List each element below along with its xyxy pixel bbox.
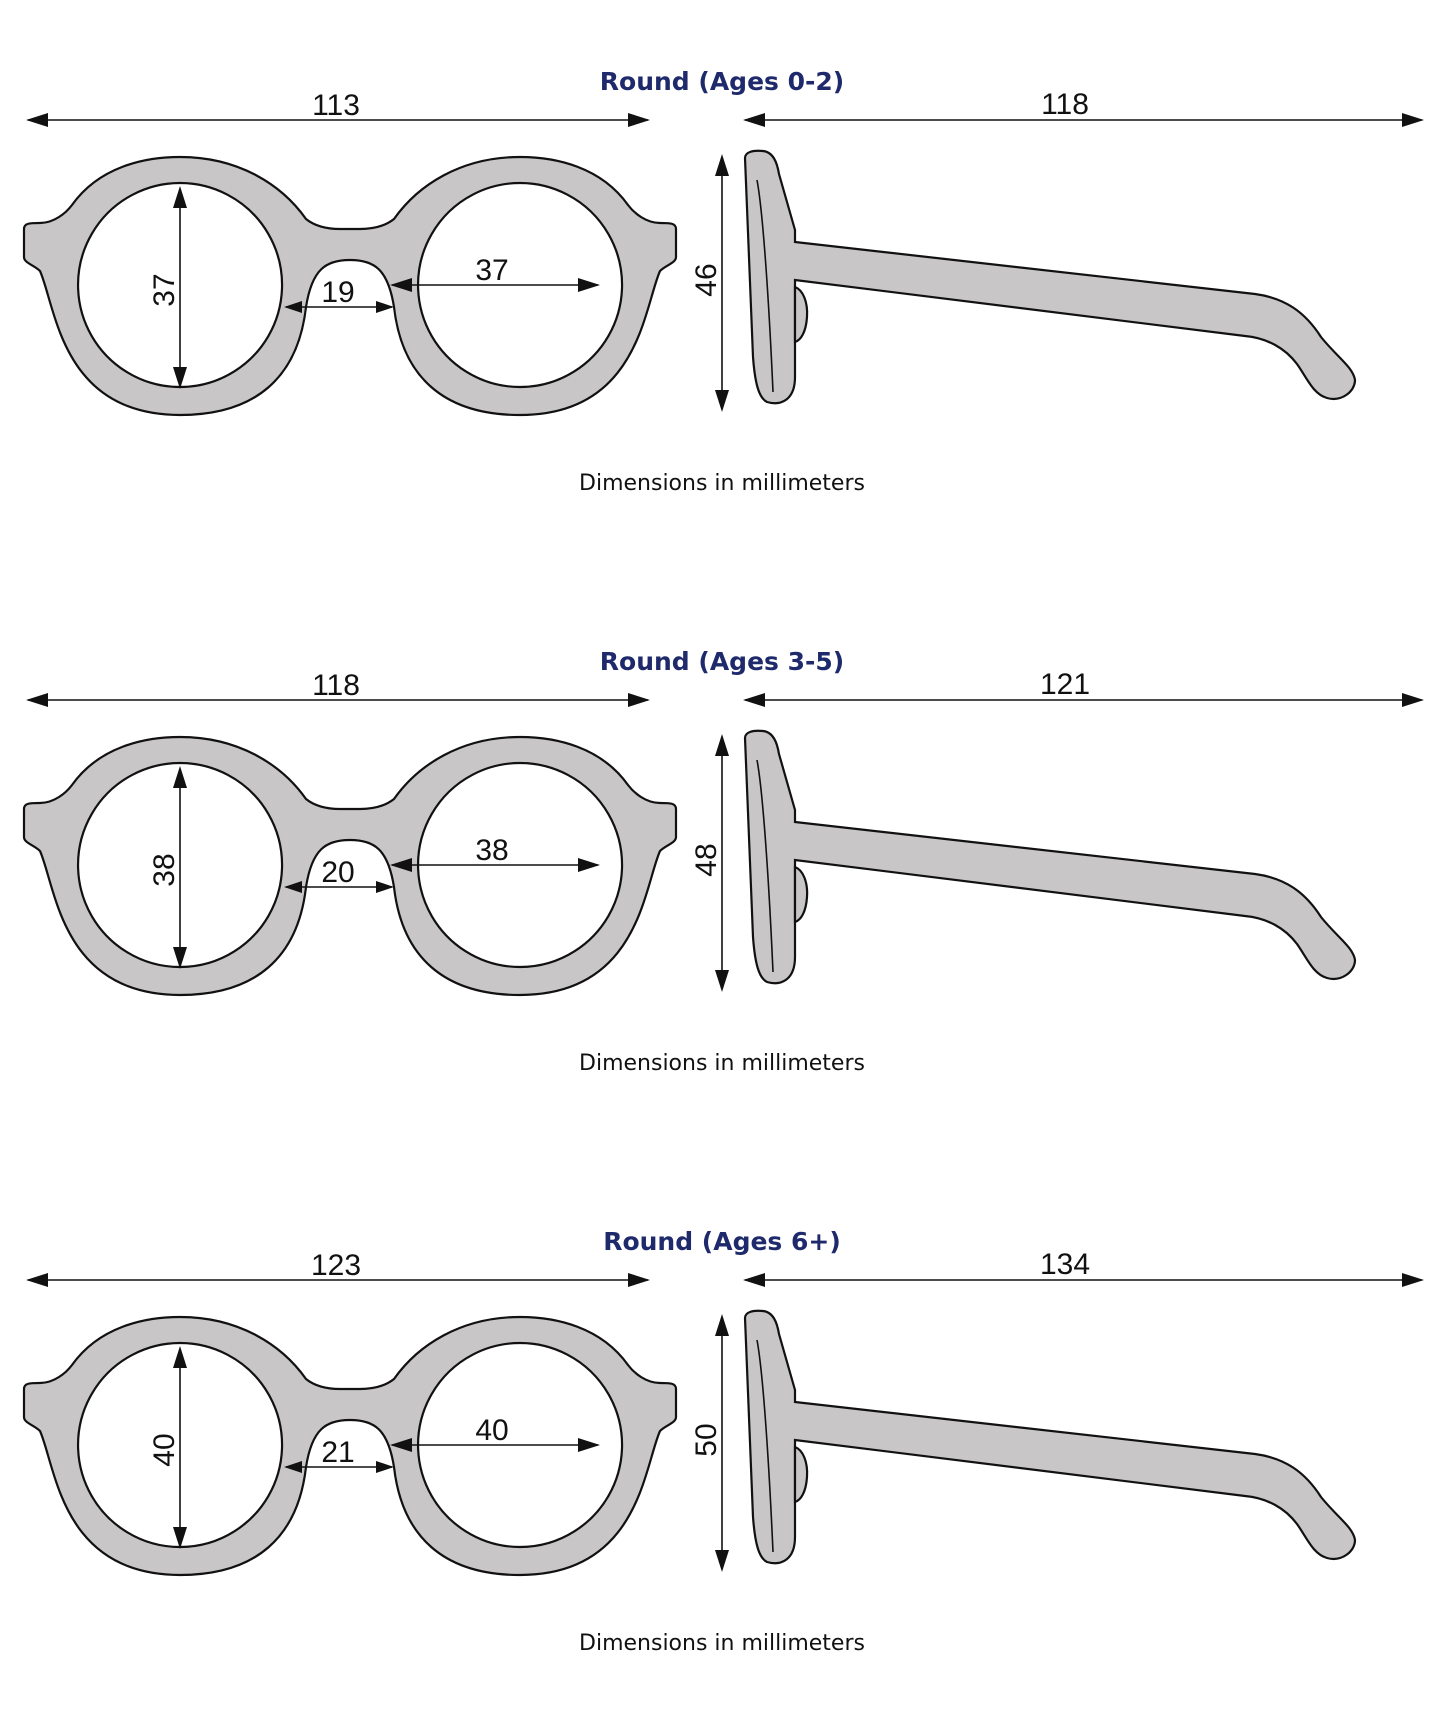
lens-width-label: 38 — [475, 834, 508, 867]
side-height-label: 48 — [690, 843, 723, 876]
temple-length-label: 121 — [1040, 668, 1090, 701]
front-view — [22, 735, 678, 997]
frame-width-label: 123 — [311, 1249, 361, 1282]
frame-width-label: 118 — [312, 669, 360, 702]
front-view — [22, 1315, 678, 1577]
lens-width-label: 37 — [475, 254, 508, 287]
size-section-ages-6-plus: Round (Ages 6+) 123 134 40 40 21 50 — [22, 1227, 1424, 1656]
side-view — [743, 729, 1357, 985]
side-view — [743, 149, 1357, 405]
caption: Dimensions in millimeters — [579, 1631, 865, 1656]
section-title: Round (Ages 0-2) — [600, 67, 844, 96]
section-title: Round (Ages 3-5) — [600, 647, 844, 676]
lens-width-label: 40 — [475, 1414, 508, 1447]
size-section-ages-3-5: Round (Ages 3-5) 118 121 38 38 20 48 — [22, 647, 1424, 1076]
lens-height-label: 40 — [148, 1433, 181, 1466]
caption: Dimensions in millimeters — [579, 1051, 865, 1076]
caption: Dimensions in millimeters — [579, 471, 865, 496]
size-section-ages-0-2: Round (Ages 0-2) 113 118 37 37 19 — [22, 67, 1424, 496]
temple-length-label: 118 — [1041, 88, 1089, 121]
frame-width-label: 113 — [312, 89, 360, 122]
bridge-label: 19 — [321, 276, 354, 309]
section-title: Round (Ages 6+) — [603, 1227, 841, 1256]
lens-height-label: 38 — [148, 853, 181, 886]
bridge-label: 20 — [321, 856, 354, 889]
bridge-label: 21 — [321, 1436, 354, 1469]
temple-length-label: 134 — [1040, 1248, 1090, 1281]
lens-height-label: 37 — [148, 273, 181, 306]
side-view — [743, 1309, 1357, 1565]
side-height-label: 46 — [690, 263, 723, 296]
side-height-label: 50 — [690, 1423, 723, 1456]
front-view — [22, 155, 678, 417]
